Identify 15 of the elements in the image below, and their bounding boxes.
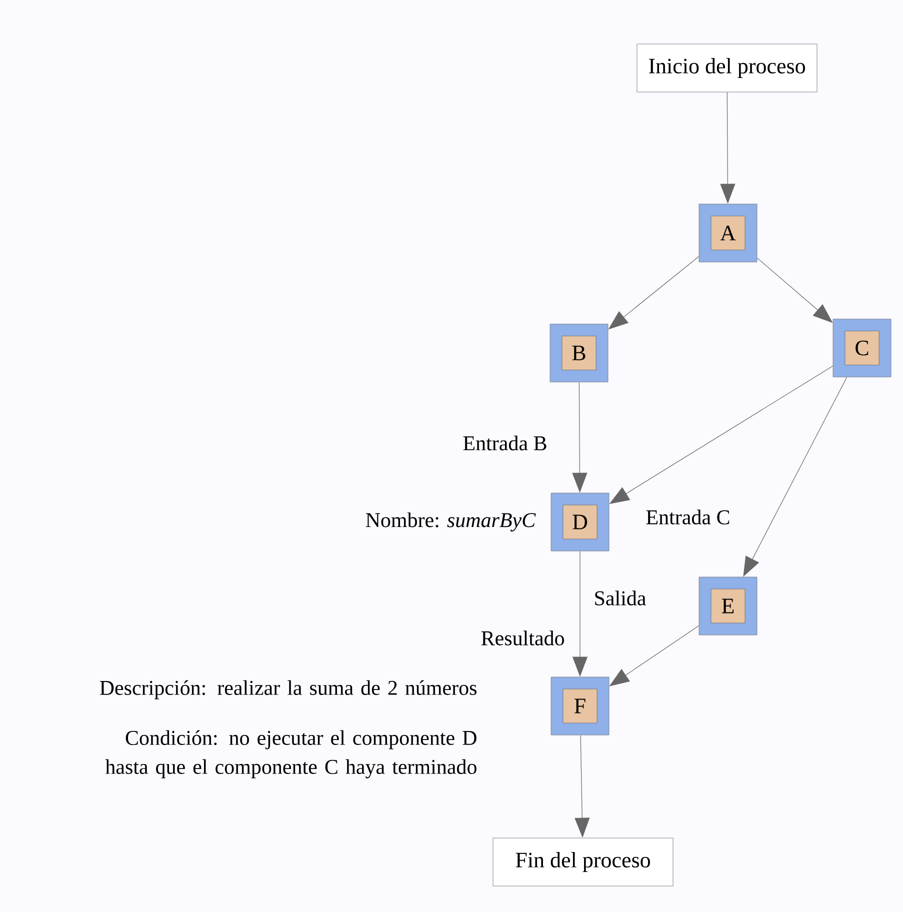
component-box: E xyxy=(698,576,758,636)
edge-label: Salida xyxy=(595,590,646,606)
edge-label: Entrada C xyxy=(646,510,730,524)
component-box: F xyxy=(550,676,610,736)
note-text: Descripción: realizar la suma de 2 números xyxy=(100,680,476,700)
node-caption: Resultado xyxy=(481,630,564,646)
component-box: D xyxy=(550,492,610,552)
node-caption: Nombre: sumarByC xyxy=(366,512,536,532)
note-text: Condición: no ejecutar el componente D hasta que el componente C haya terminado xyxy=(105,730,476,778)
component-box: B xyxy=(550,324,608,382)
terminal-box: Fin del proceso xyxy=(492,838,674,886)
component-box: C xyxy=(832,318,892,378)
terminal-box: Inicio del proceso xyxy=(636,44,818,92)
component-box: A xyxy=(698,204,758,262)
edge-label: Entrada B xyxy=(463,436,546,450)
